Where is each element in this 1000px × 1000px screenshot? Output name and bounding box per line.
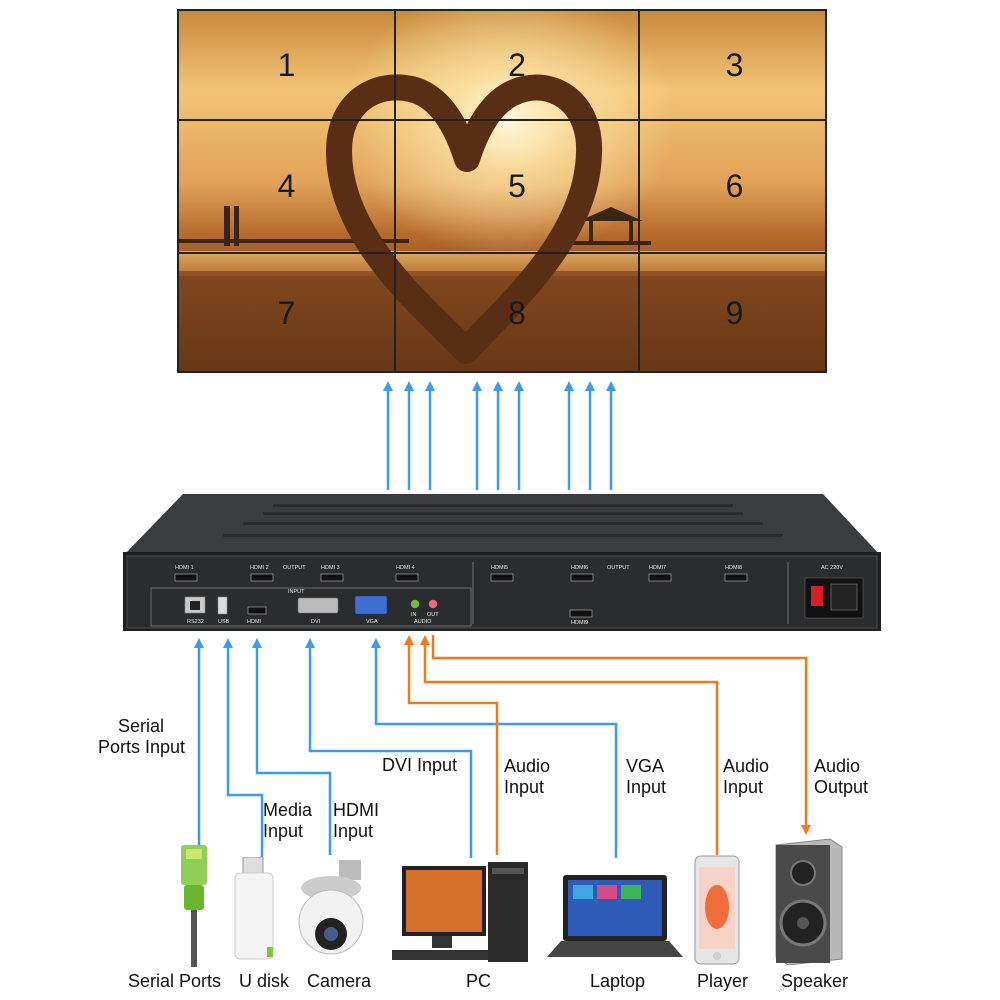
port-label: HDMI 1 [175,565,194,571]
tile-number: 8 [508,295,526,331]
tile-number: 5 [508,168,526,204]
camera-icon [298,860,364,955]
label-line: Input [723,777,764,797]
vga-line [371,638,618,858]
port-label: HDMI7 [649,565,666,571]
port-label: HDMI [247,619,262,625]
audio-input-player-label: Audio Input [723,756,769,798]
tile-number: 2 [508,46,526,83]
port-label: AUDIO [414,619,432,625]
label-line: Media [263,800,313,820]
port-label: HDMI 4 [396,565,415,571]
video-wall-controller: HDMI 1 HDMI 2 OUTPUT HDMI 3 HDMI 4 HDMI5… [123,494,881,631]
port-label: HDMI8 [725,565,742,571]
label-line: Output [814,777,869,797]
tile-number: 3 [725,46,744,83]
laptop-caption: Laptop [590,971,646,991]
wall-tile-1: 1 [179,11,396,121]
wall-tile-9: 9 [640,254,825,371]
output-label-2: OUTPUT [607,565,630,571]
label-line: HDMI [333,800,379,820]
tile-number: 6 [725,168,744,204]
audio-output-label: Audio Output [814,756,868,798]
u-disk-caption: U disk [239,971,290,991]
speaker-caption: Speaker [781,971,849,991]
tile-number: 7 [277,295,296,331]
output-label: OUTPUT [283,565,306,571]
laptop-icon [547,875,683,957]
audio-input-pc-label: Audio Input [504,756,550,798]
wall-tile-7: 7 [179,254,396,371]
label-line: Audio [723,756,770,776]
port-label: HDMI5 [491,565,508,571]
audio-in-player-line [420,635,719,855]
port-label: IN [411,612,417,618]
camera-caption: Camera [307,971,372,991]
phone-player-icon [694,855,740,965]
label-line: Ports Input [98,737,186,757]
power-label: AC 220V [821,565,843,571]
usb-drive-icon [234,857,274,960]
label-line: Input [333,821,374,841]
usb-line [223,638,264,860]
pc-caption: PC [466,971,492,991]
video-wall: 1 2 3 4 5 6 7 8 9 [177,9,827,373]
serial-ports-input-label: Serial Ports Input [98,716,185,758]
port-label: HDMI9 [571,620,588,626]
port-label: VGA [366,619,378,625]
media-input-label: Media Input [263,800,312,842]
label-line: Audio [504,756,551,776]
label-line: Input [263,821,304,841]
serial-ports-caption: Serial Ports [128,971,222,991]
port-label: HDMI 2 [250,565,269,571]
pc-icon [392,862,528,962]
wall-tile-4: 4 [179,121,396,254]
vga-input-label: VGA Input [626,756,666,798]
port-label: OUT [427,612,439,618]
wall-tile-2: 2 [396,11,640,121]
port-label: HDMI6 [571,565,588,571]
label-line: DVI Input [382,755,458,775]
label-line: Input [504,777,545,797]
tile-number: 9 [725,295,744,331]
dvi-input-label: DVI Input [382,755,457,776]
wall-tile-8: 8 [396,254,640,371]
audio-out-line [431,635,811,835]
wall-tile-5: 5 [396,121,640,254]
input-label: INPUT [288,589,305,595]
wall-photo-silhouettes [179,74,825,371]
port-label: HDMI 3 [321,565,340,571]
label-line: Audio [814,756,861,776]
serial-cable-icon [181,845,207,967]
port-label: USB [218,619,230,625]
player-caption: Player [697,971,749,991]
wall-tile-3: 3 [640,11,825,121]
hdmi-input-label: HDMI Input [333,800,379,842]
label-line: Input [626,777,667,797]
wall-tile-6: 6 [640,121,825,254]
port-label: RS232 [187,619,204,625]
speaker-icon [775,838,843,965]
label-line: Serial [118,716,165,736]
audio-in-pc-line [404,635,499,855]
label-line: VGA [626,756,665,776]
tile-number: 4 [277,168,296,204]
horizon [179,251,825,271]
tile-number: 1 [277,46,296,83]
port-label: DVI [311,619,321,625]
